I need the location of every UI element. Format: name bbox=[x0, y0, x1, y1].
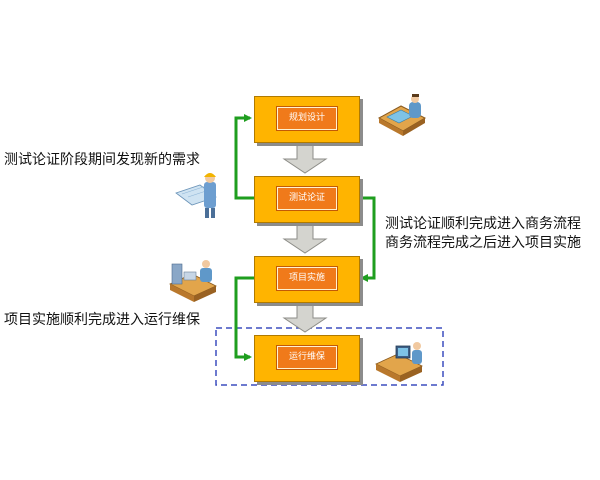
person-at-computer-icon bbox=[375, 342, 423, 382]
stage-box-implementation[interactable]: 项目实施 bbox=[254, 256, 360, 303]
stage-label-planning: 规划设计 bbox=[276, 106, 338, 131]
note-business-line-2: 商务流程完成之后进入项目实施 bbox=[385, 235, 581, 251]
arrow-test-to-implement bbox=[358, 196, 376, 282]
note-new-requirements-text: 测试论证阶段期间发现新的需求 bbox=[4, 152, 200, 168]
stage-label-implementation: 项目实施 bbox=[276, 266, 338, 291]
note-enter-maintenance: 项目实施顺利完成进入运行维保 bbox=[4, 311, 200, 330]
down-arrow-2 bbox=[282, 220, 328, 254]
note-enter-maintenance-text: 项目实施顺利完成进入运行维保 bbox=[4, 312, 200, 328]
note-business-line-1: 测试论证顺利完成进入商务流程 bbox=[385, 216, 581, 232]
highlight-dashed-box bbox=[215, 327, 444, 386]
stage-label-maintenance: 运行维保 bbox=[276, 345, 338, 370]
person-with-blueprint-icon bbox=[175, 173, 217, 218]
person-at-desk-icon bbox=[377, 94, 427, 136]
stage-box-planning[interactable]: 规划设计 bbox=[254, 96, 360, 143]
arrow-feedback-to-design bbox=[234, 114, 255, 200]
stage-label-testing: 测试论证 bbox=[276, 186, 338, 211]
arrow-implement-to-maintain bbox=[234, 276, 255, 361]
person-at-workbench-icon bbox=[169, 260, 217, 302]
stage-box-testing[interactable]: 测试论证 bbox=[254, 176, 360, 223]
note-business-process: 测试论证顺利完成进入商务流程 商务流程完成之后进入项目实施 bbox=[385, 215, 581, 253]
stage-box-maintenance[interactable]: 运行维保 bbox=[254, 335, 360, 382]
down-arrow-3 bbox=[282, 300, 328, 333]
down-arrow-1 bbox=[282, 140, 328, 174]
note-new-requirements: 测试论证阶段期间发现新的需求 bbox=[4, 151, 200, 170]
